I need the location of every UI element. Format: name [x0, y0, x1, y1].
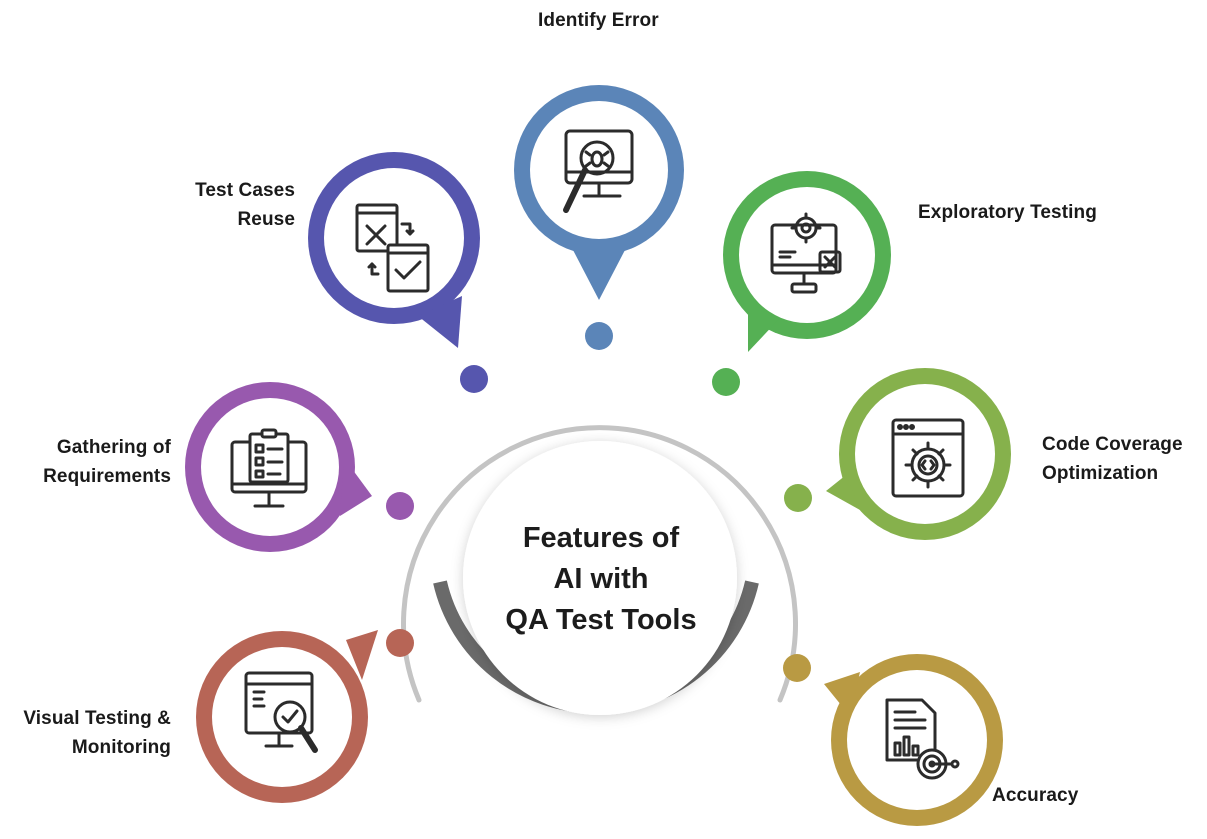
dot-accuracy: [783, 654, 811, 682]
label-accuracy-line-1: Accuracy: [992, 785, 1079, 806]
label-gathering-requirements-line-1: Gathering of: [56, 437, 171, 458]
label-gathering-requirements: Gathering of Requirements: [20, 433, 171, 491]
label-identify-error-line-1: Identify Error: [538, 10, 659, 31]
magnifier-check-monitor-icon: [244, 671, 318, 753]
label-code-coverage: Code Coverage Optimization: [1042, 430, 1183, 488]
target-report-icon: [885, 698, 960, 780]
dot-gathering-requirements: [386, 492, 414, 520]
label-exploratory-testing-line-1: Exploratory Testing: [918, 202, 1097, 223]
label-identify-error: Identify Error: [538, 6, 659, 35]
center-title: Features of AI with QA Test Tools: [458, 518, 744, 641]
dot-code-coverage: [784, 484, 812, 512]
label-exploratory-testing: Exploratory Testing: [918, 198, 1097, 227]
pin-exploratory-testing: [723, 171, 891, 352]
outer-ring: [401, 425, 798, 703]
dot-visual-testing: [386, 629, 414, 657]
code-gear-window-icon: [891, 418, 965, 498]
label-visual-testing: Visual Testing & Monitoring: [8, 704, 171, 762]
checklist-monitor-icon: [230, 428, 308, 508]
label-test-cases-reuse: Test Cases Reuse: [170, 176, 295, 234]
label-gathering-requirements-line-2: Requirements: [43, 466, 171, 487]
center-title-line-3: QA Test Tools: [505, 604, 697, 636]
center-circle: [463, 441, 737, 715]
pin-accuracy: [824, 654, 1003, 826]
label-test-cases-reuse-line-1: Test Cases: [195, 180, 295, 201]
label-test-cases-reuse-line-2: Reuse: [237, 209, 295, 230]
bug-magnifier-monitor-icon: [563, 129, 634, 213]
center-title-line-2: AI with: [553, 563, 649, 595]
label-code-coverage-line-1: Code Coverage: [1042, 434, 1183, 455]
dot-exploratory-testing: [712, 368, 740, 396]
gear-monitor-icon: [770, 212, 842, 294]
label-code-coverage-line-2: Optimization: [1042, 463, 1159, 484]
label-visual-testing-line-2: Monitoring: [71, 737, 171, 758]
label-visual-testing-line-1: Visual Testing &: [23, 708, 171, 729]
dot-test-cases-reuse: [460, 365, 488, 393]
label-accuracy: Accuracy: [992, 781, 1078, 810]
cross-check-windows-icon: [355, 203, 430, 293]
dot-identify-error: [585, 322, 613, 350]
center-title-line-1: Features of: [522, 522, 680, 554]
